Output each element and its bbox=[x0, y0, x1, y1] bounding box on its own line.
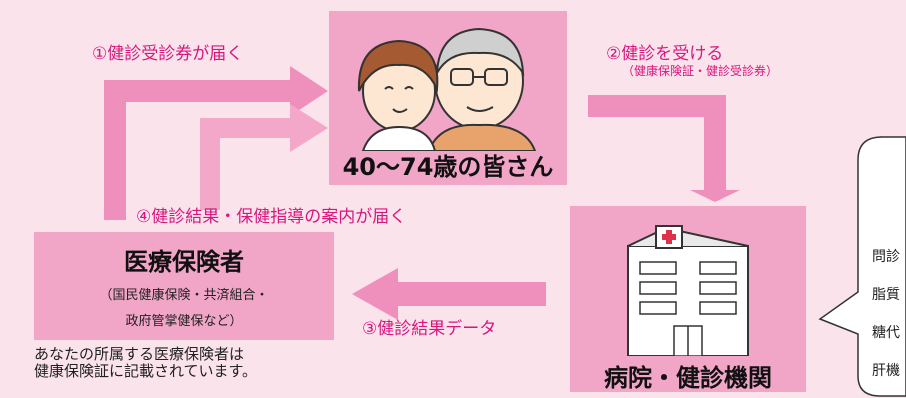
step1-label: ①健診受診券が届く bbox=[92, 44, 244, 64]
hospital-label: 病院・健診機関 bbox=[604, 364, 772, 392]
insurer-sub1: （国民健康保険・共済組合・ bbox=[99, 288, 269, 303]
step2-label: ②健診を受ける bbox=[606, 44, 724, 64]
bubble-item-3: 糖代 bbox=[872, 325, 900, 341]
hospital-box: 病院・健診機関 bbox=[570, 206, 806, 392]
bubble-item-2: 脂質 bbox=[872, 287, 900, 303]
step2-sublabel: （健康保険証・健診受診券） bbox=[622, 64, 779, 78]
bubble-item-4: 肝機 bbox=[872, 363, 900, 379]
arrow-2 bbox=[588, 95, 740, 202]
step4-label: ④健診結果・保健指導の案内が届く bbox=[136, 207, 407, 227]
insurer-title: 医療保険者 bbox=[124, 248, 244, 276]
people-label: 40〜74歳の皆さん bbox=[342, 153, 554, 181]
note-line2: 健康保険証に記載されています。 bbox=[34, 362, 258, 380]
arrow-4 bbox=[200, 104, 328, 210]
elderly-couple-icon bbox=[357, 27, 537, 151]
speech-bubble bbox=[818, 136, 906, 397]
arrow-3 bbox=[352, 268, 546, 320]
step3-label: ③健診結果データ bbox=[362, 319, 497, 339]
bubble-item-1: 問診 bbox=[872, 249, 900, 265]
arrow-1 bbox=[104, 66, 328, 220]
people-box: 40〜74歳の皆さん bbox=[329, 11, 567, 185]
hospital-building-icon bbox=[627, 225, 749, 356]
note-line1: あなたの所属する医療保険者は bbox=[34, 345, 245, 363]
insurer-box: 医療保険者 （国民健康保険・共済組合・ 政府管掌健保など） bbox=[34, 232, 334, 340]
insurer-sub2: 政府管掌健保など） bbox=[125, 314, 243, 329]
